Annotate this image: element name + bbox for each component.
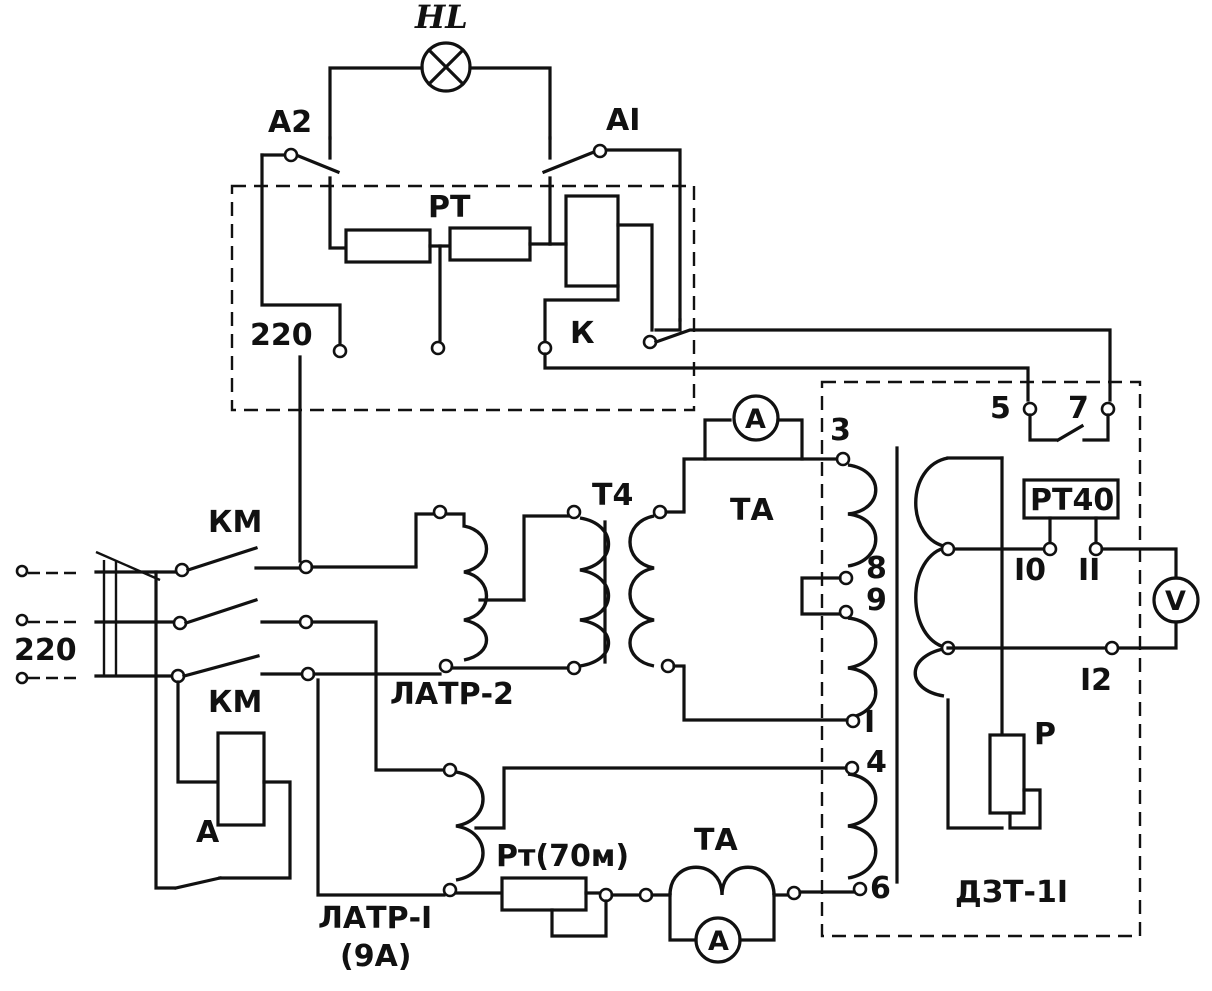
device-dzt-enclosure (820, 380, 1142, 938)
lamp-label: HL (414, 0, 468, 36)
terminal-6-label: 6 (870, 871, 891, 906)
relay-rt-label: РТ (428, 190, 471, 225)
ammeter-top-label: A (745, 404, 766, 435)
terminal-3-label: 3 (830, 413, 851, 448)
voltage-top-label: 220 (250, 318, 313, 353)
relay-rt40-label: РТ40 (1030, 483, 1114, 518)
lamp-hl: HL (414, 0, 472, 93)
current-transformer-top-label: ТА (730, 493, 774, 528)
voltmeter-label: V (1165, 586, 1186, 617)
contact-5-7: 5 7 (990, 391, 1116, 443)
terminal-7-label: 7 (1068, 391, 1089, 426)
voltmeter: V I2 (1080, 547, 1200, 698)
autotransformer-2-label: ЛАТР-2 (390, 677, 514, 712)
relay-p: Р (988, 456, 1056, 830)
contact-a2-label: A2 (268, 105, 312, 140)
terminal-10-label: I0 (1014, 553, 1046, 588)
relay-rt-enclosure (230, 184, 696, 412)
terminal-12-label: I2 (1080, 663, 1112, 698)
ammeter-top: A (703, 394, 804, 461)
ammeter-bottom-label: A (708, 926, 729, 957)
contactor-km: КМ КМ (170, 505, 316, 720)
transformer-t4: Т4 ТА (522, 478, 774, 676)
terminal-5-label: 5 (990, 391, 1011, 426)
transformer-t4-label: Т4 (592, 478, 633, 513)
supply-terminals: 220 (14, 550, 178, 685)
device-dzt-label: ДЗТ-1I (955, 875, 1068, 910)
autotransformer-1-rating-label: (9А) (340, 939, 412, 974)
current-transformer-bottom-label: ТА (694, 823, 738, 858)
relay-rt40: РТ40 I0 II (1014, 478, 1120, 588)
contact-k-label: К (570, 316, 595, 351)
autotransformer-2: ЛАТР-2 (390, 504, 570, 712)
current-transformer-bottom: A ТА (610, 823, 856, 964)
supply-voltage-label: 220 (14, 633, 77, 668)
contact-a2: A2 (260, 105, 341, 175)
autotransformer-1-label: ЛАТР-I (318, 901, 432, 936)
terminal-9-label: 9 (866, 583, 887, 618)
rheostat: Рт(70м) (454, 839, 629, 938)
autotransformer-1: ЛАТР-I (9А) (316, 678, 848, 974)
rheostat-label: Рт(70м) (496, 839, 629, 874)
relay-rt: РТ (328, 176, 552, 356)
terminal-11-label: II (1078, 553, 1100, 588)
relay-coil-box (543, 194, 654, 342)
terminal-1-label: I (864, 705, 875, 740)
coil-a: А (154, 570, 292, 890)
contact-a1-label: AI (606, 103, 640, 138)
contact-k: К (537, 316, 682, 356)
terminal-8-label: 8 (866, 551, 887, 586)
relay-p-label: Р (1034, 717, 1056, 752)
contactor-bottom-label: КМ (208, 685, 262, 720)
coil-a-label: А (196, 815, 220, 850)
terminal-4-label: 4 (866, 745, 887, 780)
contact-a1: AI (541, 103, 682, 322)
contactor-top-label: КМ (208, 505, 262, 540)
